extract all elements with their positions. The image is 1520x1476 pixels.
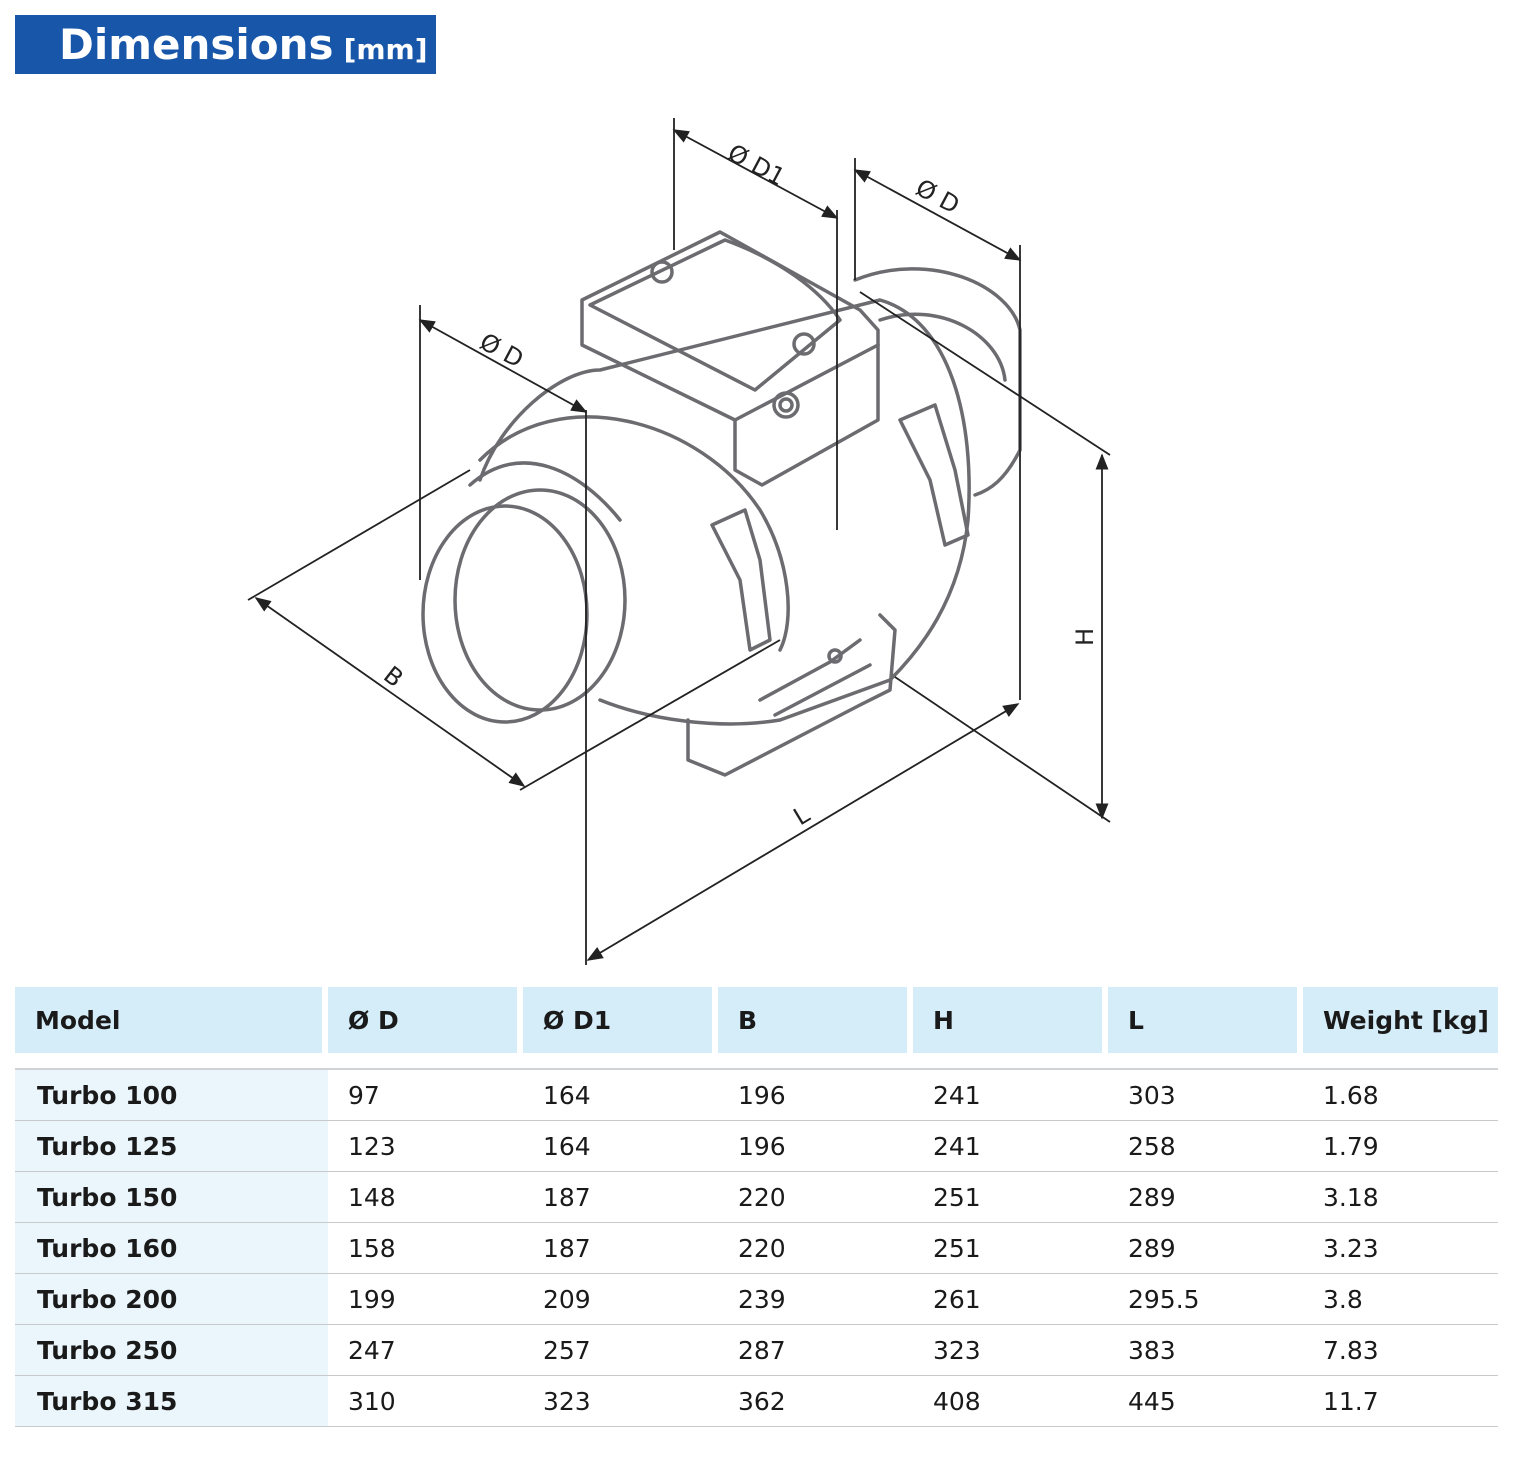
d-top-dimension-line xyxy=(853,169,1022,261)
table-cell: 241 xyxy=(913,1070,1108,1121)
table-cell: 196 xyxy=(718,1121,913,1172)
table-cell: 289 xyxy=(1108,1172,1303,1223)
header-b: B xyxy=(718,987,913,1053)
table-header-row: Model Ø D Ø D1 B H L Weight [kg] xyxy=(15,987,1498,1053)
table-cell: 199 xyxy=(328,1274,523,1325)
table-cell: 209 xyxy=(523,1274,718,1325)
table-cell: 239 xyxy=(718,1274,913,1325)
page-title: Dimensions xyxy=(59,20,334,69)
table-cell: 323 xyxy=(913,1325,1108,1376)
header-diameter-d: Ø D xyxy=(328,987,523,1053)
title-banner: Dimensions [mm] xyxy=(15,15,436,74)
d1-label: Ø D1 xyxy=(723,139,789,192)
table-cell: 287 xyxy=(718,1325,913,1376)
model-cell: Turbo 315 xyxy=(15,1376,328,1427)
table-cell: 247 xyxy=(328,1325,523,1376)
title-unit: [mm] xyxy=(343,33,428,66)
table-cell: 241 xyxy=(913,1121,1108,1172)
table-cell: 3.23 xyxy=(1303,1223,1498,1274)
header-weight: Weight [kg] xyxy=(1303,987,1498,1053)
table-cell: 187 xyxy=(523,1223,718,1274)
model-cell: Turbo 160 xyxy=(15,1223,328,1274)
table-cell: 383 xyxy=(1108,1325,1303,1376)
model-cell: Turbo 150 xyxy=(15,1172,328,1223)
table-cell: 1.79 xyxy=(1303,1121,1498,1172)
model-cell: Turbo 200 xyxy=(15,1274,328,1325)
table-cell: 3.18 xyxy=(1303,1172,1498,1223)
table-cell: 3.8 xyxy=(1303,1274,1498,1325)
l-dimension-line xyxy=(586,703,1020,961)
table-cell: 408 xyxy=(913,1376,1108,1427)
table-cell: 257 xyxy=(523,1325,718,1376)
b-dimension-line xyxy=(254,597,526,787)
table-cell: 158 xyxy=(328,1223,523,1274)
table-row: Turbo 100 97 164 196 241 303 1.68 xyxy=(15,1070,1498,1121)
table-cell: 303 xyxy=(1108,1070,1303,1121)
fan-dimension-drawing: Ø D1 Ø D Ø D B L H xyxy=(247,118,1111,965)
header-model: Model xyxy=(15,987,328,1053)
table-cell: 289 xyxy=(1108,1223,1303,1274)
table-cell: 1.68 xyxy=(1303,1070,1498,1121)
header-l: L xyxy=(1108,987,1303,1053)
table-cell: 187 xyxy=(523,1172,718,1223)
table-cell: 295.5 xyxy=(1108,1274,1303,1325)
table-cell: 258 xyxy=(1108,1121,1303,1172)
table-cell: 323 xyxy=(523,1376,718,1427)
d1-dimension-line xyxy=(672,129,839,219)
d-left-dimension-line xyxy=(418,319,588,413)
fan-illustration xyxy=(421,230,1022,777)
table-cell: 123 xyxy=(328,1121,523,1172)
table-cell: 220 xyxy=(718,1223,913,1274)
dimension-lines xyxy=(254,129,1109,961)
table-cell: 7.83 xyxy=(1303,1325,1498,1376)
header-h: H xyxy=(913,987,1108,1053)
model-cell: Turbo 100 xyxy=(15,1070,328,1121)
table-row: Turbo 315 310 323 362 408 445 11.7 xyxy=(15,1376,1498,1427)
d-top-label: Ø D xyxy=(911,174,964,220)
table-cell: 11.7 xyxy=(1303,1376,1498,1427)
h-label: H xyxy=(1071,628,1099,646)
table-cell: 196 xyxy=(718,1070,913,1121)
table-cell: 97 xyxy=(328,1070,523,1121)
header-diameter-d1: Ø D1 xyxy=(523,987,718,1053)
table-cell: 261 xyxy=(913,1274,1108,1325)
table-cell: 220 xyxy=(718,1172,913,1223)
table-cell: 251 xyxy=(913,1223,1108,1274)
table-row: Turbo 125 123 164 196 241 258 1.79 xyxy=(15,1121,1498,1172)
model-cell: Turbo 125 xyxy=(15,1121,328,1172)
extension-lines xyxy=(247,118,1111,965)
table-cell: 251 xyxy=(913,1172,1108,1223)
dimensions-table: Model Ø D Ø D1 B H L Weight [kg] Turbo 1… xyxy=(15,987,1498,1427)
d-left-label: Ø D xyxy=(475,328,528,374)
table-row: Turbo 150 148 187 220 251 289 3.18 xyxy=(15,1172,1498,1223)
table-cell: 164 xyxy=(523,1070,718,1121)
table-cell: 310 xyxy=(328,1376,523,1427)
table-cell: 362 xyxy=(718,1376,913,1427)
table-row: Turbo 250 247 257 287 323 383 7.83 xyxy=(15,1325,1498,1376)
table-row: Turbo 200 199 209 239 261 295.5 3.8 xyxy=(15,1274,1498,1325)
model-cell: Turbo 250 xyxy=(15,1325,328,1376)
table-cell: 148 xyxy=(328,1172,523,1223)
table-row: Turbo 160 158 187 220 251 289 3.23 xyxy=(15,1223,1498,1274)
table-cell: 164 xyxy=(523,1121,718,1172)
table-cell: 445 xyxy=(1108,1376,1303,1427)
